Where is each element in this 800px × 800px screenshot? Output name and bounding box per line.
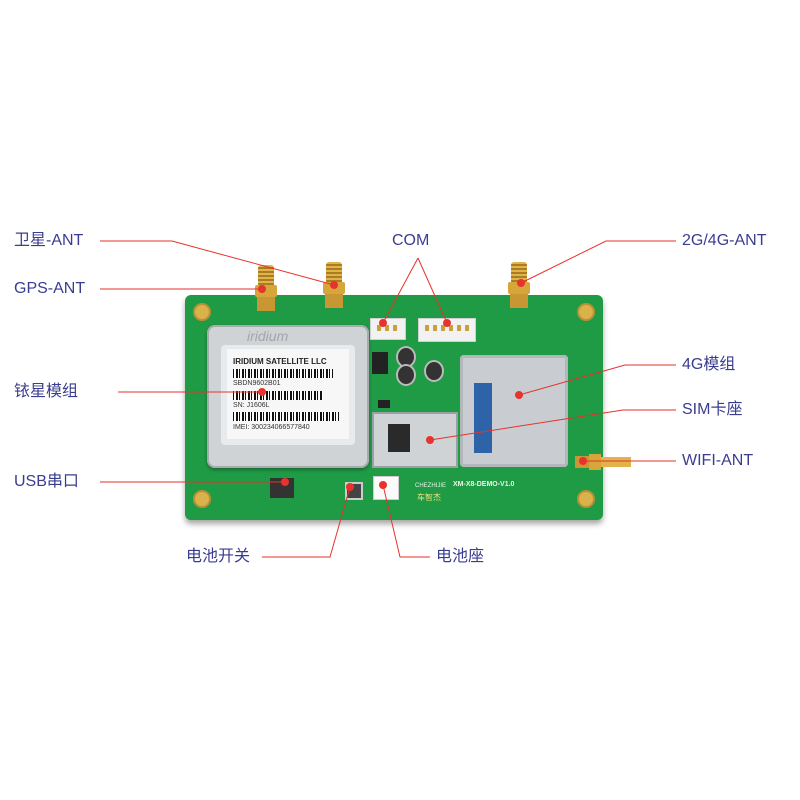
- ic-chip: [378, 400, 390, 408]
- marker-battery-holder: [379, 481, 387, 489]
- marker-gps-ant: [258, 285, 266, 293]
- marker-sim: [426, 436, 434, 444]
- marker-com-1: [379, 319, 387, 327]
- label-2g4g-ant: 2G/4G-ANT: [682, 232, 767, 249]
- sticker-title: IRIDIUM SATELLITE LLC: [233, 357, 327, 366]
- label-sim-socket: SIM卡座: [682, 401, 743, 418]
- iridium-brand: iridium: [247, 328, 289, 344]
- serial-number: SN: J1606L: [233, 402, 270, 409]
- label-gps-ant: GPS-ANT: [14, 280, 86, 297]
- com-connector-large: [418, 318, 476, 342]
- marker-wifi: [579, 457, 587, 465]
- label-lte-module: 4G模组: [682, 356, 736, 373]
- capacitor: [424, 360, 444, 382]
- marker-sat-ant: [330, 281, 338, 289]
- module-sticker: IRIDIUM SATELLITE LLC SBDN9602B01 SN: J1…: [227, 349, 349, 439]
- lte-sma-connector: [508, 262, 530, 308]
- mount-hole: [193, 490, 211, 508]
- imei-number: IMEI: 300234066577840: [233, 424, 310, 431]
- iridium-module: iridium IRIDIUM SATELLITE LLC SBDN9602B0…: [207, 325, 369, 468]
- label-battery-holder: 电池座: [436, 548, 485, 565]
- marker-2g4g-ant: [517, 279, 525, 287]
- barcode: [233, 412, 339, 421]
- label-wifi-ant: WIFI-ANT: [682, 452, 754, 469]
- mount-hole: [577, 303, 595, 321]
- ic-chip: [372, 352, 388, 374]
- board-brand-cn: 车智杰: [417, 493, 441, 502]
- board-name: XM-X8-DEMO-V1.0: [453, 481, 515, 488]
- board-brand-en: CHEZHIJIE: [415, 483, 447, 489]
- model-number: SBDN9602B01: [233, 380, 281, 387]
- marker-lte: [515, 391, 523, 399]
- lte-label-strip: [474, 383, 492, 453]
- label-battery-switch: 电池开关: [186, 548, 251, 565]
- label-com: COM: [392, 232, 430, 249]
- barcode: [233, 369, 333, 378]
- label-usb-serial: USB串口: [14, 473, 79, 490]
- mount-hole: [193, 303, 211, 321]
- capacitor: [396, 364, 416, 386]
- lte-module: [460, 355, 568, 467]
- mount-hole: [577, 490, 595, 508]
- marker-com-2: [443, 319, 451, 327]
- label-sat-ant: 卫星-ANT: [14, 232, 84, 249]
- label-iridium-module: 铱星模组: [14, 383, 79, 400]
- sim-holder: [372, 412, 458, 468]
- barcode: [233, 391, 323, 400]
- marker-iridium: [258, 388, 266, 396]
- marker-usb: [281, 478, 289, 486]
- marker-battery-switch: [346, 483, 354, 491]
